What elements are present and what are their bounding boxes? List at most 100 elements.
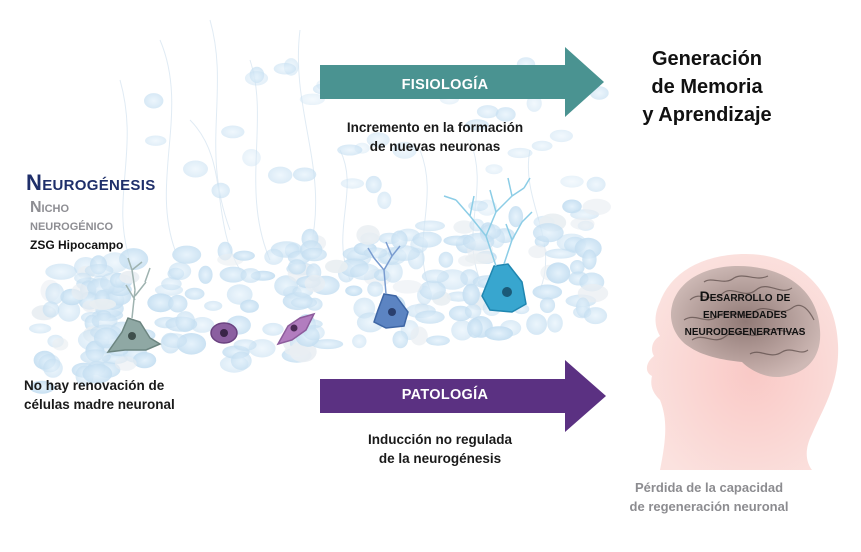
tissue-cell bbox=[570, 260, 585, 275]
tissue-cell bbox=[240, 299, 259, 313]
tissue-cell bbox=[184, 287, 205, 300]
tissue-cell bbox=[465, 253, 496, 265]
tissue-cell bbox=[264, 248, 284, 265]
tissue-cell bbox=[419, 280, 446, 300]
tissue-cell bbox=[462, 283, 480, 306]
tissue-cell bbox=[415, 220, 445, 232]
tissue-cell bbox=[367, 281, 384, 297]
tissue-cell bbox=[84, 264, 114, 277]
neurodegenerative-outcome: Desarrollo de enfermedades neurodegenera… bbox=[684, 288, 806, 338]
location-label: ZSG Hipocampo bbox=[30, 238, 124, 252]
tissue-cell bbox=[226, 284, 253, 305]
tissue-cell bbox=[412, 231, 442, 248]
tissue-cell bbox=[43, 358, 63, 378]
tissue-cell bbox=[560, 175, 584, 188]
tissue-cell bbox=[586, 176, 606, 192]
tissue-cell bbox=[80, 349, 111, 365]
tissue-cell bbox=[161, 333, 188, 348]
physiology-caption: Incremento en la formación de nuevas neu… bbox=[346, 120, 524, 154]
stem-cell-gray bbox=[106, 257, 162, 353]
tissue-cell bbox=[28, 323, 52, 334]
tissue-cell bbox=[290, 297, 318, 309]
tissue-cell bbox=[507, 147, 533, 159]
tissue-cell bbox=[147, 293, 174, 313]
tissue-cell bbox=[352, 334, 367, 349]
tissue-cell bbox=[311, 339, 344, 350]
tissue-cell bbox=[288, 259, 306, 275]
tissue-cell bbox=[508, 206, 524, 228]
tissue-cells bbox=[28, 57, 611, 394]
physiology-arrow bbox=[320, 47, 604, 117]
memory-outcome: Generación de Memoria y Aprendizaje bbox=[642, 48, 772, 126]
tissue-cell bbox=[388, 245, 420, 261]
tissue-cell bbox=[582, 249, 597, 270]
tissue-cell bbox=[464, 304, 482, 319]
tissue-cell bbox=[392, 330, 409, 349]
tissue-cell bbox=[532, 223, 564, 243]
tissue-cell bbox=[71, 283, 89, 300]
tissue-cell bbox=[377, 191, 392, 209]
tissue-cell bbox=[114, 356, 137, 371]
tissue-cell bbox=[547, 313, 563, 333]
tissue-cell bbox=[467, 318, 483, 339]
tissue-cell bbox=[438, 251, 454, 268]
niche-label-line1: Nicho bbox=[30, 199, 70, 216]
tissue-cell bbox=[45, 282, 65, 305]
neurogenesis-title: Neurogénesis bbox=[26, 170, 156, 195]
niche-label-line2: neurogénico bbox=[30, 217, 114, 234]
tissue-cell bbox=[89, 298, 117, 310]
tissue-cell bbox=[356, 225, 380, 245]
tissue-cell bbox=[349, 263, 380, 281]
pathology-arrow-label: PATOLOGÍA bbox=[401, 387, 489, 403]
tissue-cell bbox=[233, 339, 257, 351]
tissue-cell bbox=[145, 135, 167, 146]
tissue-cell bbox=[168, 262, 192, 280]
tissue-cell bbox=[345, 285, 363, 297]
tissue-cell bbox=[301, 247, 327, 262]
tissue-cell bbox=[485, 164, 503, 175]
tissue-cell bbox=[57, 299, 81, 322]
tissue-cell bbox=[284, 345, 311, 356]
tissue-cell bbox=[29, 380, 55, 394]
tissue-cell bbox=[410, 326, 428, 346]
tissue-cell bbox=[583, 307, 608, 325]
tissue-cell bbox=[211, 182, 230, 199]
tissue-cell bbox=[582, 198, 611, 216]
tissue-cell bbox=[299, 93, 325, 106]
tissue-cell bbox=[570, 217, 595, 230]
tissue-cell bbox=[204, 300, 223, 311]
neuroblast-magenta bbox=[276, 312, 316, 346]
tissue-cell bbox=[74, 272, 92, 284]
tissue-cell bbox=[526, 313, 547, 335]
no-renewal-caption: No hay renovación de células madre neuro… bbox=[24, 378, 175, 412]
tissue-cell bbox=[546, 262, 571, 284]
tissue-cell bbox=[453, 220, 475, 234]
tissue-cell bbox=[119, 270, 140, 284]
progenitor-cell-purple bbox=[210, 322, 238, 344]
tissue-cell bbox=[495, 107, 516, 122]
tissue-cell bbox=[172, 245, 202, 264]
tissue-cell bbox=[274, 275, 298, 297]
tissue-cell bbox=[230, 351, 252, 370]
tissue-cell bbox=[426, 335, 450, 346]
tissue-cell bbox=[391, 230, 408, 249]
tissue-cell bbox=[562, 199, 582, 214]
tissue-cell bbox=[340, 178, 365, 189]
tissue-cell bbox=[421, 269, 449, 284]
tissue-cell bbox=[175, 311, 196, 333]
tissue-cell bbox=[392, 141, 417, 159]
tissue-cell bbox=[292, 167, 317, 182]
tissue-cell bbox=[383, 261, 403, 283]
tissue-cell bbox=[240, 268, 261, 283]
tissue-cell bbox=[366, 132, 390, 148]
tissue-cell bbox=[82, 363, 113, 384]
pathology-caption: Inducción no regulada de la neurogénesis bbox=[367, 432, 512, 466]
brain-icon bbox=[670, 266, 821, 378]
tissue-cell bbox=[325, 259, 348, 274]
tissue-cell bbox=[465, 119, 489, 131]
tissue-cell bbox=[532, 284, 563, 300]
tissue-cell bbox=[168, 294, 188, 313]
tissue-cell bbox=[549, 129, 574, 143]
immature-neuron-blue bbox=[367, 241, 409, 329]
